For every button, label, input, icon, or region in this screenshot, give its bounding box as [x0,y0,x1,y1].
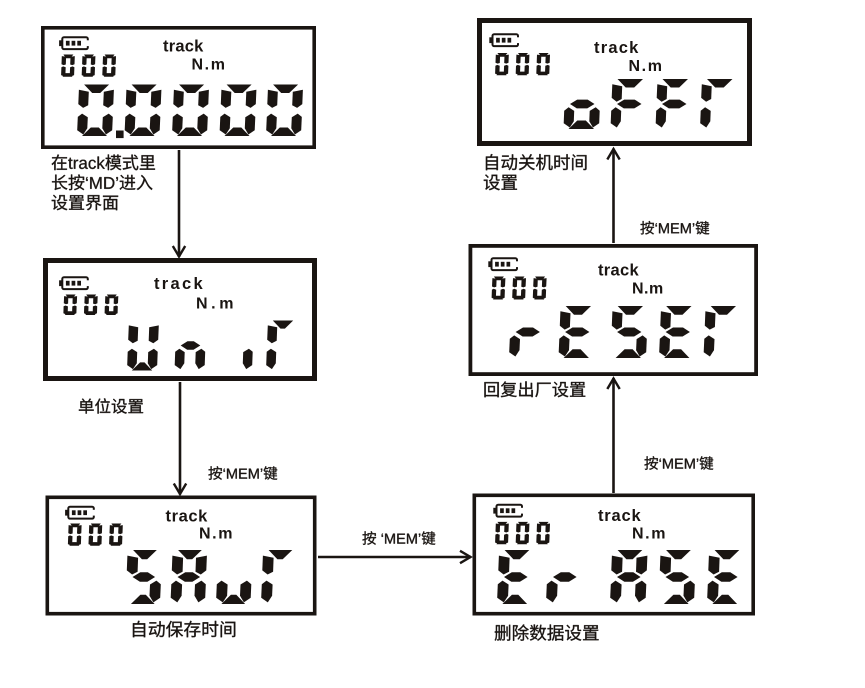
svg-text:track: track [598,261,639,279]
svg-text:N.m: N.m [632,526,667,543]
svg-text:N.m: N.m [199,525,234,542]
svg-text:N.m: N.m [632,280,664,297]
svg-text:track: track [163,38,204,56]
svg-text:N.m: N.m [196,295,237,312]
svg-text:track: track [594,39,639,57]
svg-text:track: track [154,275,205,293]
svg-text:track: track [166,507,209,525]
svg-text:N.m: N.m [192,56,227,73]
svg-text:track: track [598,507,641,525]
svg-text:N.m: N.m [629,58,664,75]
